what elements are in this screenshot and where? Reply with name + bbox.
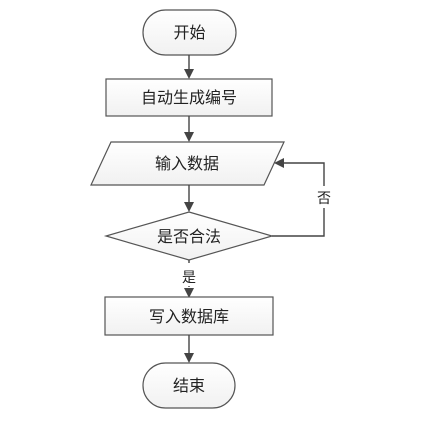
input-data-node: 输入数据 [90, 141, 285, 186]
start-label: 开始 [173, 23, 205, 42]
no-label-bg [314, 186, 334, 208]
yes-label: 是 [182, 270, 196, 286]
no-label: 否 [317, 191, 331, 207]
generate-id-node: 自动生成编号 [105, 78, 273, 117]
generate-id-label: 自动生成编号 [141, 88, 237, 107]
yes-label-bg [180, 266, 198, 286]
end-node: 结束 [142, 362, 236, 409]
is-valid-label: 是否合法 [157, 227, 221, 246]
is-valid-node: 是否合法 [103, 211, 275, 261]
write-db-node: 写入数据库 [104, 296, 274, 336]
start-node: 开始 [142, 9, 237, 56]
input-data-label: 输入数据 [155, 154, 219, 173]
end-label: 结束 [173, 376, 205, 395]
write-db-label: 写入数据库 [149, 307, 229, 326]
